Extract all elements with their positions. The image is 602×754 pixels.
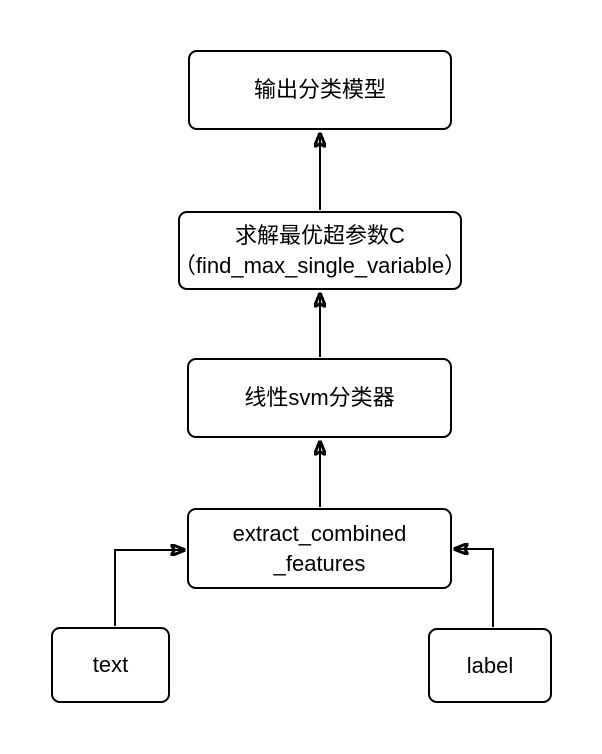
node-output-model: 输出分类模型 [188, 50, 452, 130]
node-extract-label-line2: _features [273, 550, 366, 576]
edge-text-to-extract [114, 550, 184, 626]
node-linear-svm-label: 线性svm分类器 [244, 385, 395, 410]
node-find-max-label-line2: （find_max_single_variable） [173, 252, 467, 278]
node-linear-svm-classifier: 线性svm分类器 [187, 358, 452, 438]
node-label-input: label [428, 628, 552, 703]
node-output-model-label: 输出分类模型 [253, 77, 386, 102]
node-label-label: label [466, 652, 514, 678]
edge-label-to-extract [455, 549, 494, 627]
node-extract-combined-features: extract_combined _features [187, 508, 452, 589]
node-find-max-label-line1: 求解最优超参数C [235, 222, 405, 248]
node-text-label: text [92, 652, 129, 677]
node-extract-label-line1: extract_combined [232, 520, 407, 546]
node-find-max-hyperparameter-c: 求解最优超参数C （find_max_single_variable） [174, 211, 466, 290]
node-text-input: text [51, 627, 170, 703]
